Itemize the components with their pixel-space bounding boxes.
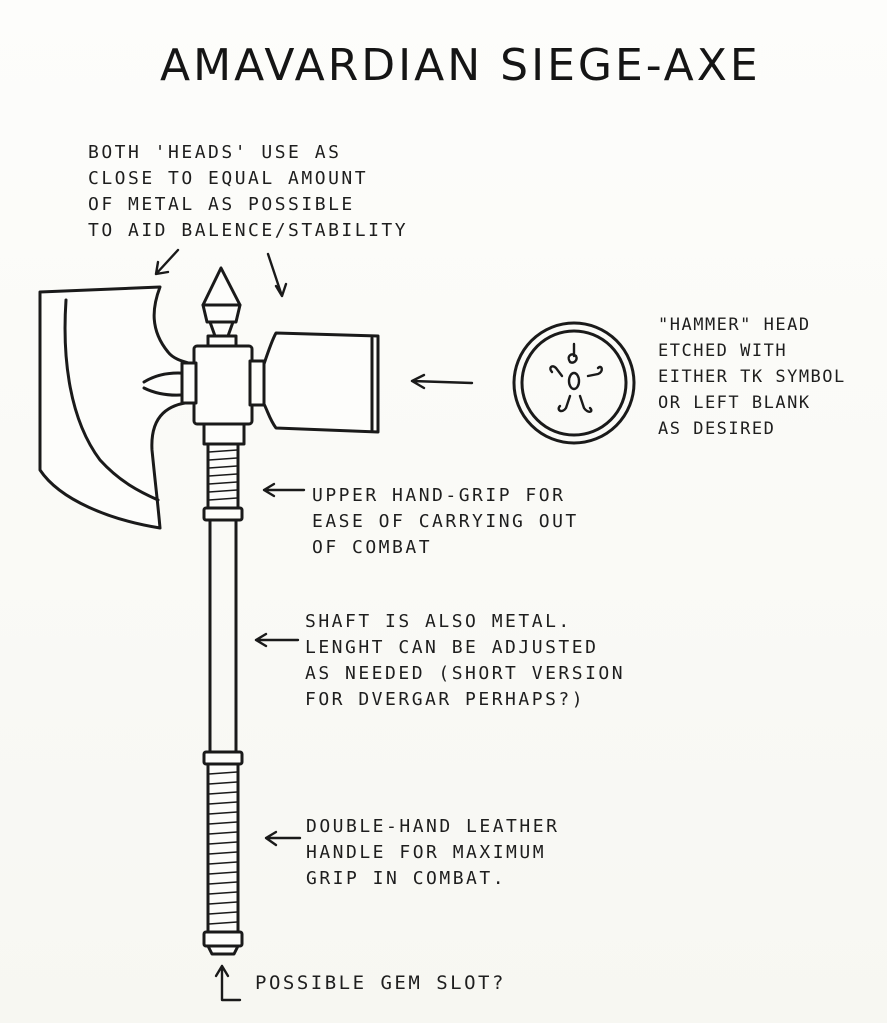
note-double-grip: DOUBLE-HAND LEATHER HANDLE FOR MAXIMUM G… — [306, 816, 560, 889]
annotation-arrows — [154, 248, 474, 1002]
arrow-to-shaft — [254, 632, 300, 648]
arrow-to-gem-slot — [214, 964, 242, 1002]
hammer-head — [262, 331, 380, 434]
note-shaft: SHAFT IS ALSO METAL. LENGHT CAN BE ADJUS… — [305, 611, 626, 710]
upper-grip — [202, 442, 244, 522]
socket-block — [180, 334, 266, 446]
axe-blade — [38, 285, 194, 530]
note-upper-grip: UPPER HAND-GRIP FOR EASE OF CARRYING OUT… — [312, 485, 579, 558]
metal-shaft — [208, 518, 238, 754]
arrow-to-double-grip — [264, 830, 302, 847]
note-hammer-head: "HAMMER" HEAD ETCHED WITH EITHER TK SYMB… — [658, 315, 846, 439]
arrow-to-hammer — [410, 373, 474, 390]
hammer-face-emblem — [512, 321, 636, 445]
arrow-to-hammer-top — [266, 252, 288, 298]
spike-tip — [201, 266, 242, 338]
sheet-title: AMAVARDIAN SIEGE-AXE — [160, 40, 761, 91]
note-heads-balance: BOTH 'HEADS' USE AS CLOSE TO EQUAL AMOUN… — [88, 142, 409, 241]
double-grip — [202, 750, 244, 956]
arrow-to-upper-grip — [262, 482, 306, 498]
arrow-to-blade — [154, 248, 180, 276]
note-gem-slot: POSSIBLE GEM SLOT? — [255, 972, 506, 994]
